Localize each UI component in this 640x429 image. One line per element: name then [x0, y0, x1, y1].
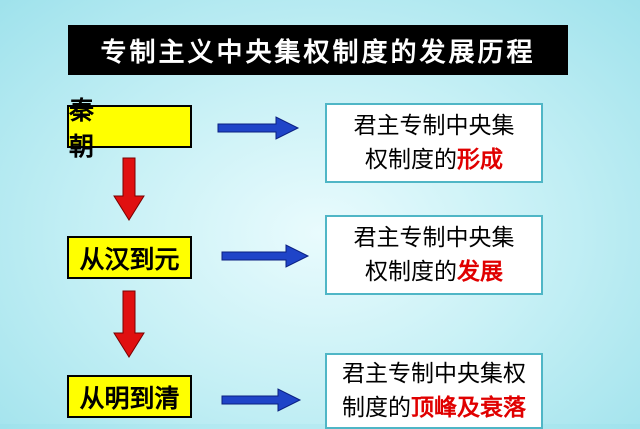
result-line: 君主专制中央集: [353, 225, 515, 251]
result-text: 权制度的: [365, 147, 457, 173]
period-label: 从汉到元: [79, 244, 180, 274]
result-text: 权制度的: [365, 259, 457, 285]
period-box-ming-to-qing: 从明到清: [67, 375, 192, 418]
period-label: 秦 朝: [69, 95, 200, 161]
result-highlight: 顶峰及衰落: [411, 395, 526, 421]
down-arrow-icon: [113, 157, 145, 221]
right-arrow-icon: [217, 116, 300, 140]
result-line: 权制度的形成: [365, 143, 503, 177]
result-box-peak-and-decline: 君主专制中央集权 制度的顶峰及衰落: [325, 353, 543, 429]
right-arrow-icon: [221, 388, 302, 412]
result-highlight: 发展: [457, 259, 503, 285]
period-box-han-to-yuan: 从汉到元: [67, 236, 192, 279]
period-box-qin: 秦 朝: [67, 96, 192, 161]
result-highlight: 形成: [457, 147, 503, 173]
result-line: 权制度的发展: [365, 255, 503, 289]
result-text: 制度的: [342, 395, 411, 421]
result-box-formation: 君主专制中央集 权制度的形成: [325, 103, 543, 183]
right-arrow-icon: [221, 244, 310, 268]
result-line: 制度的顶峰及衰落: [342, 391, 526, 425]
period-label: 从明到清: [79, 383, 180, 413]
result-line: 君主专制中央集权: [342, 361, 526, 387]
result-box-development: 君主专制中央集 权制度的发展: [325, 215, 543, 295]
down-arrow-icon: [113, 290, 145, 358]
diagram-title: 专制主义中央集权制度的发展历程: [68, 25, 568, 75]
result-line: 君主专制中央集: [353, 113, 515, 139]
